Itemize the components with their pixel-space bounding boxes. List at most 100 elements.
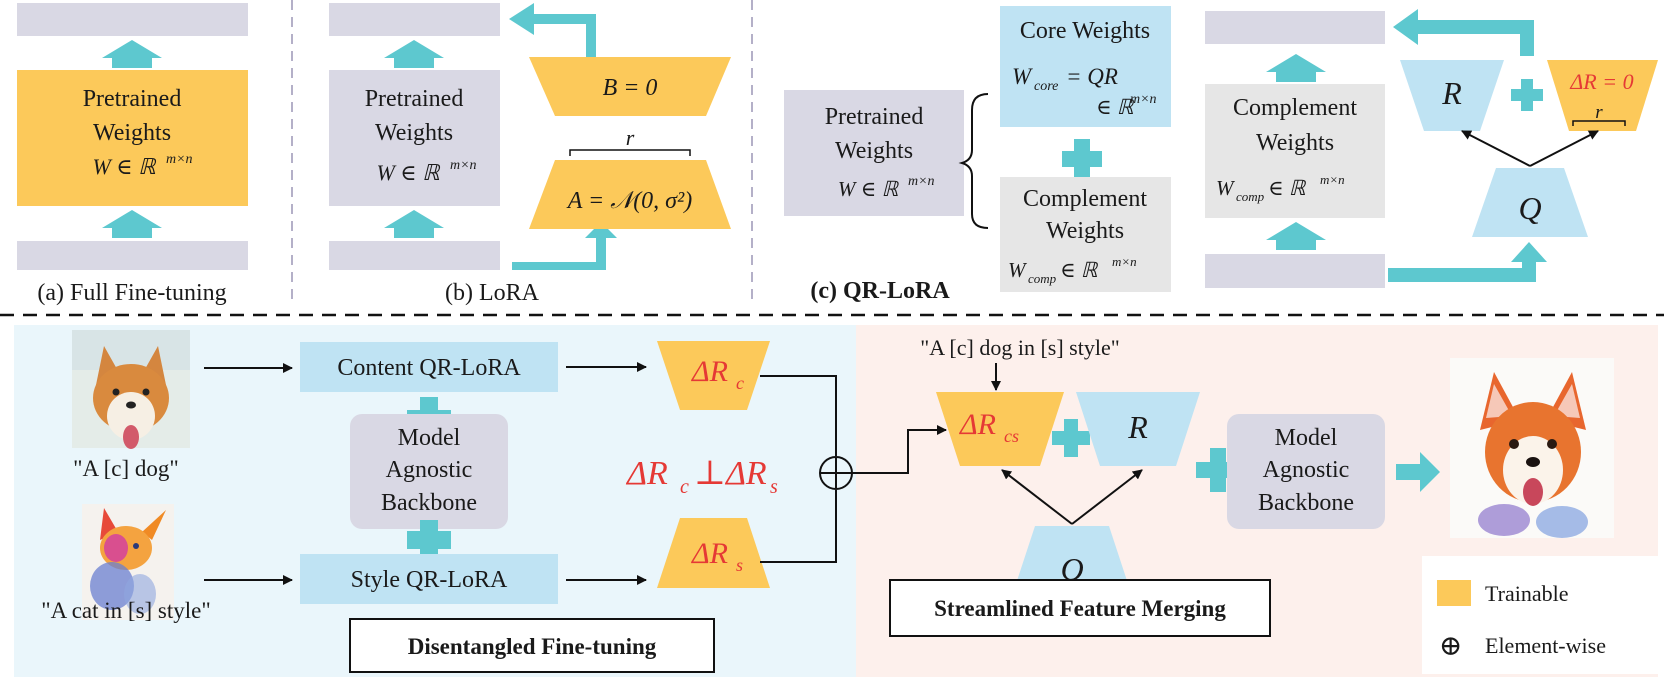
legend-trainable-swatch (1437, 580, 1471, 606)
r-label: R (1441, 75, 1462, 111)
backbone-line-3: Backbone (381, 490, 477, 516)
plus-icon (407, 520, 451, 560)
mid-in: ∈ ℝ (1268, 176, 1307, 200)
delta-rc-sub: c (736, 373, 744, 393)
block-line-2: Weights (93, 120, 171, 146)
lora-input-arrow (512, 222, 617, 270)
delta-rank-label: r (1595, 102, 1603, 123)
up-arrow (1266, 54, 1326, 82)
delta-rcs-matrix (936, 392, 1064, 466)
output-arrow (1396, 452, 1440, 492)
mid-line-1: Complement (1233, 95, 1357, 121)
complement-weights-block (1205, 84, 1385, 218)
pre-line-2: Weights (835, 138, 913, 164)
backbone-block (350, 414, 508, 529)
legend-elementwise-icon: ⊕ (1439, 631, 1462, 662)
input-bar (1205, 254, 1385, 288)
qr-input-arrow (1388, 242, 1547, 282)
delta-rs-label: ΔR (691, 537, 728, 570)
r-label: R (1127, 409, 1148, 445)
output-bar (1205, 11, 1385, 44)
merged-to-delta-arrow (852, 425, 947, 474)
caption-b: (b) LoRA (445, 280, 540, 306)
pretrained-weights-block (329, 70, 500, 206)
backbone2-line-3: Backbone (1258, 490, 1354, 516)
up-arrow (102, 40, 162, 68)
block-line-2: Weights (375, 120, 453, 146)
ortho-rhs: ⊥ΔR (694, 455, 767, 492)
delta-rs-sub: s (736, 555, 743, 575)
delta-rc-matrix (657, 341, 770, 410)
comp-line-2: Weights (1046, 218, 1124, 244)
core-w-sub: core (1034, 79, 1058, 94)
dog-caption: "A [c] dog" (73, 456, 179, 481)
legend-trainable-label: Trainable (1485, 581, 1569, 606)
disentangled-label: Disentangled Fine-tuning (408, 634, 657, 659)
lora-rank-label: r (626, 125, 635, 150)
backbone-line-2: Agnostic (386, 457, 473, 483)
up-arrow (384, 40, 444, 68)
q-matrix (1472, 168, 1588, 237)
lora-b-label: B = 0 (603, 75, 658, 101)
input-bar (329, 241, 500, 270)
ortho-lhs: ΔR (625, 455, 668, 492)
ortho-sub-2: s (770, 476, 778, 498)
comp-w-sub: comp (1028, 271, 1057, 286)
delta-rc-label: ΔR (691, 355, 728, 388)
style-qr-lora-block (300, 554, 558, 604)
core-w: W (1012, 64, 1033, 89)
lora-output-arrow (509, 3, 596, 58)
backbone-block (1227, 414, 1385, 529)
delta-r-matrix (1547, 60, 1658, 131)
core-in: ∈ ℝ (1096, 95, 1135, 119)
up-arrow (102, 210, 162, 238)
rank-bracket (569, 149, 691, 156)
panel-full-finetuning: Pretrained Weights W ∈ ℝ m×n (a) Full Fi… (17, 3, 248, 306)
panel-qr-lora: Pretrained Weights W ∈ ℝ m×n Core Weight… (784, 6, 1658, 304)
backbone-line-1: Model (398, 425, 461, 451)
comp-w: W (1008, 258, 1028, 282)
merging-label: Streamlined Feature Merging (934, 596, 1226, 621)
complement-weights-block (1000, 177, 1171, 292)
delta-r-label: ΔR = 0 (1569, 69, 1633, 94)
core-eq: = QR (1066, 64, 1118, 89)
block-line-3: W ∈ ℝ (376, 160, 441, 185)
q-to-delta-arrow (1001, 469, 1073, 525)
pre-superscript: m×n (908, 174, 935, 189)
mid-superscript: m×n (1320, 172, 1345, 187)
pre-line-3: W ∈ ℝ (838, 177, 900, 201)
core-line-1: Core Weights (1020, 18, 1150, 44)
input-bar (17, 241, 248, 270)
pretrained-weights-block (784, 90, 964, 216)
mid-w: W (1216, 176, 1236, 200)
r-matrix (1400, 60, 1504, 131)
q-to-r-arrow (1461, 130, 1531, 167)
delta-rs-matrix (657, 518, 770, 588)
dog-photo (72, 330, 190, 449)
ortho-sub-1: c (680, 476, 689, 498)
plus-icon (1196, 448, 1240, 492)
q-label: Q (1518, 190, 1541, 226)
output-dog-painting (1450, 358, 1614, 538)
plus-icon (1052, 419, 1090, 457)
comp-line-1: Complement (1023, 186, 1147, 212)
streamlined-merging: "A [c] dog in [s] style" ΔR cs R Q Model… (852, 335, 1660, 674)
block-line-1: Pretrained (83, 86, 182, 112)
caption-a: (a) Full Fine-tuning (37, 280, 226, 306)
merge-prompt: "A [c] dog in [s] style" (920, 335, 1119, 360)
rank-bracket (1572, 120, 1626, 126)
mid-w-sub: comp (1236, 189, 1265, 204)
style-qr-lora-label: Style QR-LoRA (351, 567, 508, 593)
plus-icon (1062, 139, 1102, 179)
q-to-delta-arrow (1529, 130, 1599, 167)
q-label: Q (1060, 551, 1083, 587)
decomposition-brace (958, 93, 989, 229)
legend-elementwise-label: Element-wise (1485, 633, 1606, 658)
backbone2-line-1: Model (1275, 425, 1338, 451)
core-superscript: m×n (1130, 92, 1157, 107)
merging-label-box (889, 579, 1271, 637)
pre-line-1: Pretrained (825, 104, 924, 130)
lora-a-label: A = 𝒩(0, σ²) (566, 188, 692, 214)
block-superscript: m×n (166, 152, 193, 167)
